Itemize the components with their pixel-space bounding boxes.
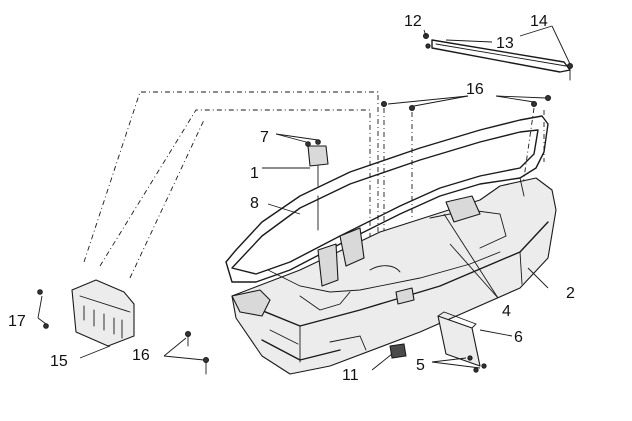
- label-part-11: 11: [342, 367, 359, 384]
- bracket-part-1: [305, 139, 329, 231]
- label-part-13: 13: [496, 35, 514, 52]
- top-bracket-parts-12-14: [422, 33, 574, 81]
- panel-part-15: [37, 279, 135, 347]
- label-part-8: 8: [250, 195, 259, 212]
- storage-bin-lower: [231, 177, 557, 375]
- screws-part-16-bottom: [184, 330, 209, 375]
- label-part-14: 14: [530, 13, 548, 30]
- screws-part-16-top: [380, 95, 552, 112]
- label-part-16-bottom: 16: [132, 347, 150, 364]
- storage-bin-liner: [225, 115, 549, 311]
- label-part-4: 4: [502, 303, 511, 320]
- part-number-labels: 1 2 4 5 6 7 8 11 12 13 14 15 16 16 17: [8, 13, 575, 384]
- label-part-6: 6: [514, 329, 523, 346]
- label-part-1: 1: [250, 165, 259, 182]
- label-part-5: 5: [416, 357, 425, 374]
- label-part-2: 2: [566, 285, 575, 302]
- grommet-part-11: [389, 343, 407, 359]
- label-part-17: 17: [8, 313, 26, 330]
- label-part-12: 12: [404, 13, 422, 30]
- label-part-7: 7: [260, 129, 269, 146]
- leader-lines: [37, 25, 571, 371]
- label-part-16-top: 16: [466, 81, 484, 98]
- plate-part-6: [437, 311, 487, 373]
- label-part-15: 15: [50, 353, 68, 370]
